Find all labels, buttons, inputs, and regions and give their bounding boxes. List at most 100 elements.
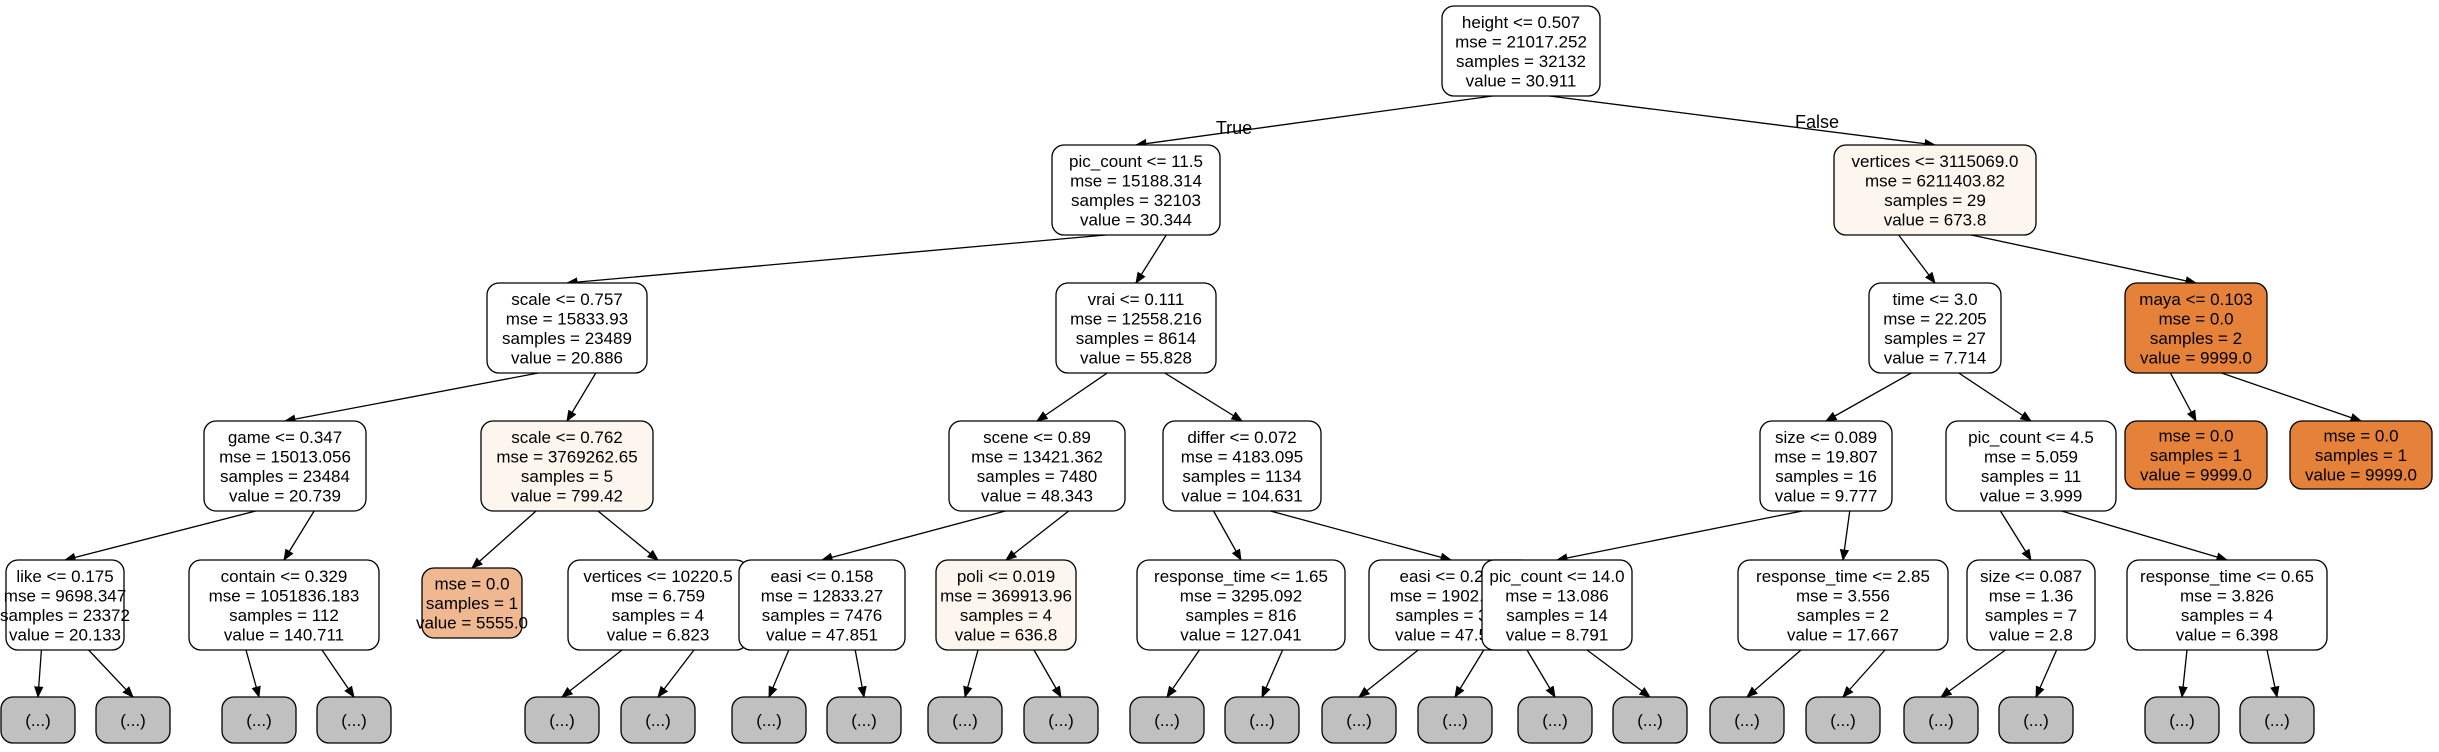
collapsed-node-label: (...): [1249, 711, 1275, 730]
tree-edge-collapsed-2: [245, 649, 261, 699]
collapsed-node: (...): [927, 696, 1003, 744]
tree-node-line: value = 48.343: [981, 486, 1093, 505]
tree-node-line: samples = 32132: [1456, 52, 1586, 71]
edge-label-false: False: [1795, 112, 1839, 132]
collapsed-node-box: [1612, 696, 1688, 744]
tree-node-line: height <= 0.507: [1462, 13, 1580, 32]
collapsed-node-box: [826, 696, 902, 744]
tree-node-line: value = 47.502: [1395, 625, 1507, 644]
tree-node-line: value = 20.133: [9, 625, 121, 644]
tree-edge-n7-n16: [283, 510, 315, 561]
tree-node-line: mse = 3769262.65: [496, 447, 637, 466]
tree-edge-collapsed-14: [1526, 649, 1556, 699]
tree-edge-collapsed-0: [34, 649, 44, 699]
tree-node-line: samples = 1: [2315, 446, 2407, 465]
tree-edge-collapsed-5: [657, 649, 695, 698]
tree-edge-n5-n12: [1958, 372, 2032, 422]
collapsed-node-label: (...): [1346, 711, 1372, 730]
tree-edge-n5-n11: [1824, 372, 1912, 422]
tree-node-line: samples = 816: [1185, 606, 1296, 625]
tree-node-line: samples = 4: [960, 606, 1052, 625]
collapsed-node-label: (...): [341, 711, 367, 730]
collapsed-node: (...): [221, 696, 297, 744]
tree-node-line: response_time <= 1.65: [1154, 567, 1328, 586]
collapsed-node: (...): [1023, 696, 1099, 744]
tree-node-line: mse = 15013.056: [219, 447, 351, 466]
collapsed-node-label: (...): [2169, 711, 2195, 730]
tree-edge-collapsed-1: [88, 649, 134, 698]
tree-node-box: [480, 420, 654, 512]
collapsed-node-label: (...): [2023, 711, 2049, 730]
tree-edge-collapsed-7: [854, 649, 867, 699]
collapsed-node-box: [524, 696, 600, 744]
tree-node-line: samples = 318: [1395, 606, 1506, 625]
tree-edge-collapsed-8: [963, 649, 979, 699]
tree-node-line: mse = 12833.27: [761, 586, 883, 605]
tree-edge-n4-n9: [1036, 372, 1108, 422]
tree-node-line: samples = 2: [2150, 329, 2242, 348]
tree-node-line: pic_count <= 11.5: [1069, 152, 1203, 171]
collapsed-node-box: [1517, 696, 1593, 744]
tree-node-box: [2289, 420, 2433, 490]
collapsed-node-label: (...): [2264, 711, 2290, 730]
tree-node-line: value = 9999.0: [2305, 466, 2417, 485]
collapsed-node-label: (...): [756, 711, 782, 730]
collapsed-node-label: (...): [246, 711, 272, 730]
tree-node-line: mse = 0.0: [434, 575, 509, 594]
tree-node-line: mse = 12558.216: [1070, 309, 1202, 328]
tree-edge-collapsed-19: [2035, 649, 2058, 699]
collapsed-node-label: (...): [1154, 711, 1180, 730]
tree-node-line: samples = 7: [1985, 606, 2077, 625]
tree-edge-collapsed-3: [321, 649, 355, 698]
tree-node-line: response_time <= 0.65: [2140, 567, 2314, 586]
tree-node-line: vrai <= 0.111: [1088, 290, 1185, 309]
tree-node-line: differ <= 0.072: [1187, 428, 1296, 447]
collapsed-node-box: [0, 696, 76, 744]
collapsed-node-label: (...): [851, 711, 877, 730]
tree-node-line: value = 20.739: [229, 486, 341, 505]
tree-node-line: mse = 22.205: [1883, 309, 1987, 328]
tree-node-box: [2124, 420, 2268, 490]
collapsed-node-label: (...): [549, 711, 575, 730]
collapsed-node: (...): [1517, 696, 1593, 744]
tree-node-box: [1868, 282, 2002, 374]
collapsed-node-box: [1998, 696, 2074, 744]
tree-node-box: [1833, 144, 2037, 236]
tree-edge-collapsed-16: [1746, 649, 1802, 698]
tree-node-line: value = 9999.0: [2140, 348, 2252, 367]
tree-edge-n10-n21: [1212, 510, 1242, 562]
tree-node-box: [1481, 559, 1633, 651]
tree-edge-collapsed-10: [1166, 649, 1200, 698]
tree-node-line: value = 30.344: [1080, 210, 1192, 229]
collapsed-node-label: (...): [645, 711, 671, 730]
collapsed-node-box: [2239, 696, 2315, 744]
tree-edge-n12-n25: [1999, 510, 2032, 561]
tree-node-line: pic_count <= 4.5: [1968, 428, 2094, 447]
tree-node-line: size <= 0.089: [1775, 428, 1877, 447]
tree-node-line: samples = 14: [1506, 606, 1608, 625]
tree-node-line: time <= 3.0: [1892, 290, 1977, 309]
tree-edge-n3-n7: [283, 372, 539, 424]
tree-node-line: value = 636.8: [955, 625, 1058, 644]
tree-node-box: [1737, 559, 1949, 651]
tree-node-line: samples = 32103: [1071, 191, 1201, 210]
tree-node-line: maya <= 0.103: [2139, 290, 2252, 309]
collapsed-node-box: [1903, 696, 1979, 744]
tree-edge-n9-n19: [820, 510, 1006, 562]
tree-node-line: samples = 8614: [1076, 329, 1197, 348]
tree-node-line: value = 799.42: [511, 486, 623, 505]
tree-node-line: like <= 0.175: [16, 567, 113, 586]
tree-node-line: value = 20.886: [511, 348, 623, 367]
